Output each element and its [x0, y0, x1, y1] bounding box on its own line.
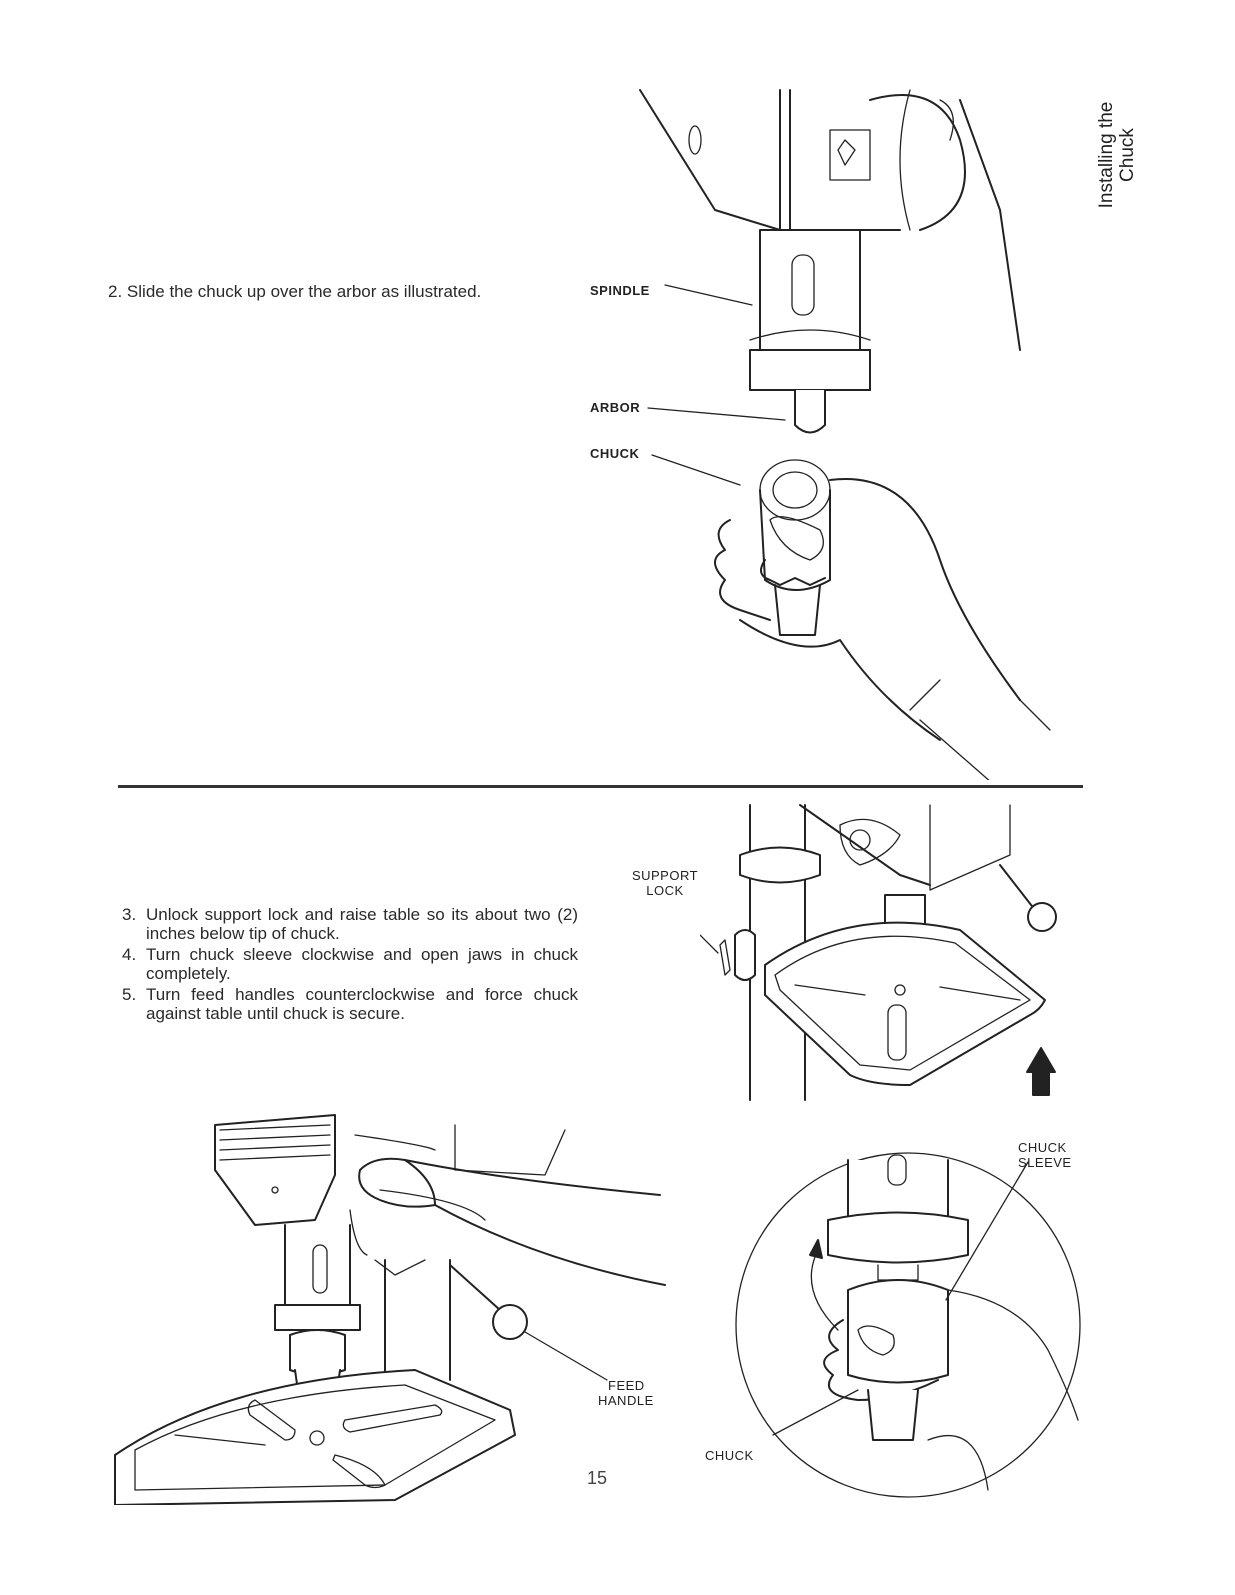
label-spindle: SPINDLE	[590, 283, 650, 298]
step-5-number: 5.	[122, 985, 137, 1004]
label-feed-handle: FEED HANDLE	[598, 1378, 654, 1408]
figure-feed-handle	[114, 1114, 666, 1505]
label-chuck-sleeve: CHUCK SLEEVE	[1018, 1140, 1072, 1170]
figure-chuck-sleeve-detail	[735, 1152, 1081, 1498]
step-2: 2. Slide the chuck up over the arbor as …	[108, 282, 578, 301]
label-chuck-detail: CHUCK	[705, 1448, 754, 1463]
label-chuck-sleeve-line2: SLEEVE	[1018, 1155, 1072, 1170]
step-5-text: Turn feed handles counterclockwise and f…	[146, 985, 578, 1023]
section-tab: Installing the Chuck	[1096, 90, 1160, 220]
steps-list: 3. Unlock support lock and raise table so…	[108, 905, 578, 1025]
step-5: 5. Turn feed handles counterclockwise and…	[108, 985, 578, 1023]
step-4-number: 4.	[122, 945, 137, 964]
label-support-lock-line2: LOCK	[646, 883, 684, 898]
step-3-number: 3.	[122, 905, 137, 924]
label-support-lock-line1: SUPPORT	[631, 868, 699, 883]
section-tab-line2: Chuck	[1117, 128, 1138, 182]
page-number: 15	[587, 1468, 608, 1488]
step-3-text: Unlock support lock and raise table so i…	[146, 905, 578, 943]
step-3: 3. Unlock support lock and raise table so…	[108, 905, 578, 943]
label-chuck-sleeve-line1: CHUCK	[1018, 1140, 1067, 1155]
step-4-text: Turn chuck sleeve clockwise and open jaw…	[146, 945, 578, 983]
step-2-text: Slide the chuck up over the arbor as ill…	[126, 282, 482, 301]
figure-chuck-on-arbor	[639, 89, 1051, 780]
label-feed-handle-line2: HANDLE	[598, 1393, 654, 1408]
step-4: 4. Turn chuck sleeve clockwise and open j…	[108, 945, 578, 983]
label-feed-handle-line1: FEED	[608, 1378, 645, 1393]
figure-support-lock	[700, 804, 1057, 1101]
label-arbor: ARBOR	[590, 400, 641, 415]
step-2-number: 2.	[108, 282, 123, 301]
label-chuck: CHUCK	[590, 446, 640, 461]
label-support-lock: SUPPORT LOCK	[630, 868, 700, 898]
section-divider	[118, 785, 1083, 788]
